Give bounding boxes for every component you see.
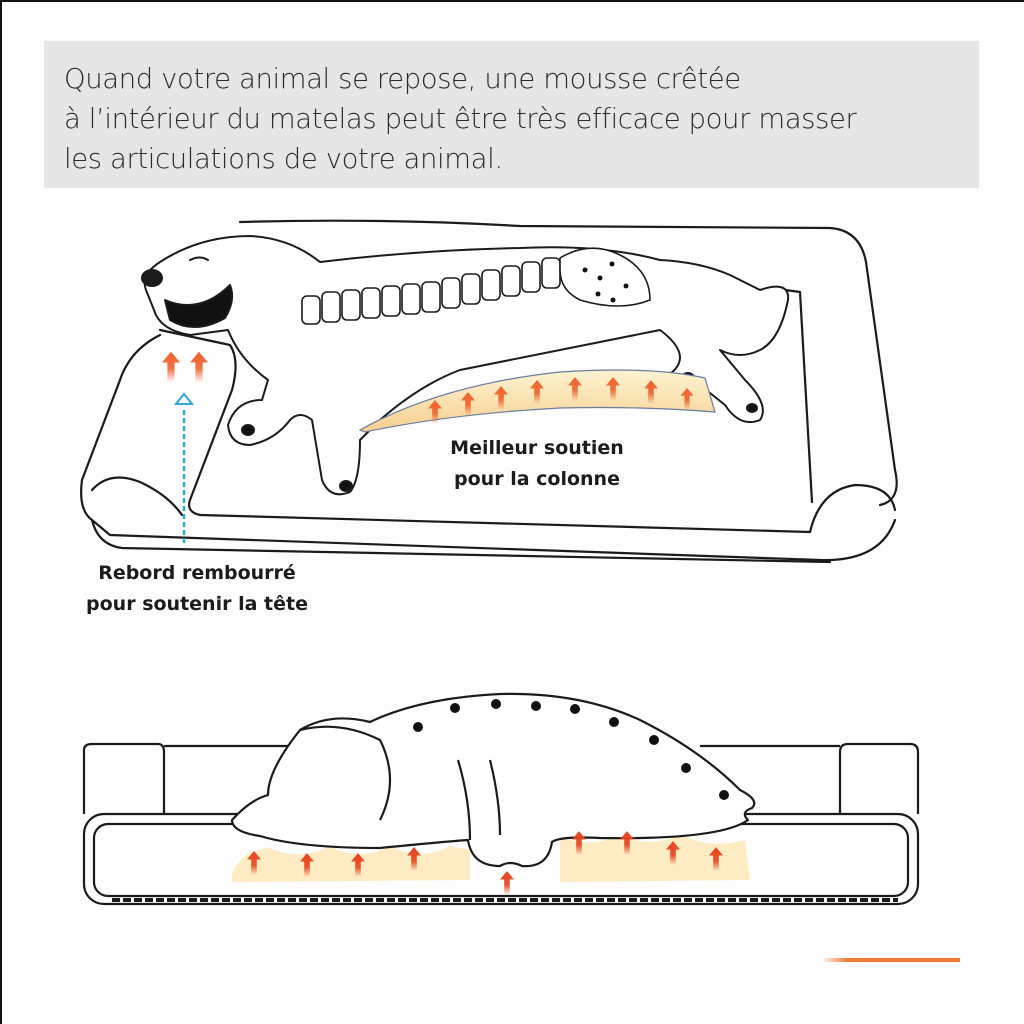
- header-banner: Quand votre animal se repose, une mousse…: [44, 41, 979, 188]
- spine-support-label: Meilleur soutien pour la colonne: [432, 433, 642, 495]
- orange-arrow-icon: [162, 351, 180, 383]
- accent-divider: [822, 958, 960, 962]
- frame-border-left: [0, 0, 2, 1024]
- pelvis-dots: [582, 261, 629, 303]
- dog-bottom-illustration: [230, 692, 756, 868]
- spine-support-line-2: pour la colonne: [454, 468, 620, 490]
- head-support-arrows: [162, 351, 208, 383]
- spine-dots: [413, 699, 729, 800]
- header-line-1: Quand votre animal se repose, une mousse…: [64, 63, 741, 95]
- orange-arrow-icon: [190, 351, 208, 383]
- frame-border-top: [0, 0, 1024, 2]
- head-support-label: Rebord rembourré pour soutenir la tête: [72, 558, 322, 620]
- spine-support-line-1: Meilleur soutien: [450, 437, 624, 459]
- blue-guide-arrow-icon: [173, 392, 195, 545]
- red-arrow-icon: [500, 871, 514, 895]
- header-line-3: les articulations de votre animal.: [64, 143, 503, 175]
- header-line-2: à l’intérieur du matelas peut être très …: [64, 103, 857, 135]
- head-support-line-2: pour soutenir la tête: [86, 593, 308, 615]
- spine-vertebrae: [301, 247, 651, 325]
- head-support-line-1: Rebord rembourré: [98, 562, 296, 584]
- header-text: Quand votre animal se repose, une mousse…: [64, 59, 959, 179]
- spine-foam-support: [358, 369, 716, 433]
